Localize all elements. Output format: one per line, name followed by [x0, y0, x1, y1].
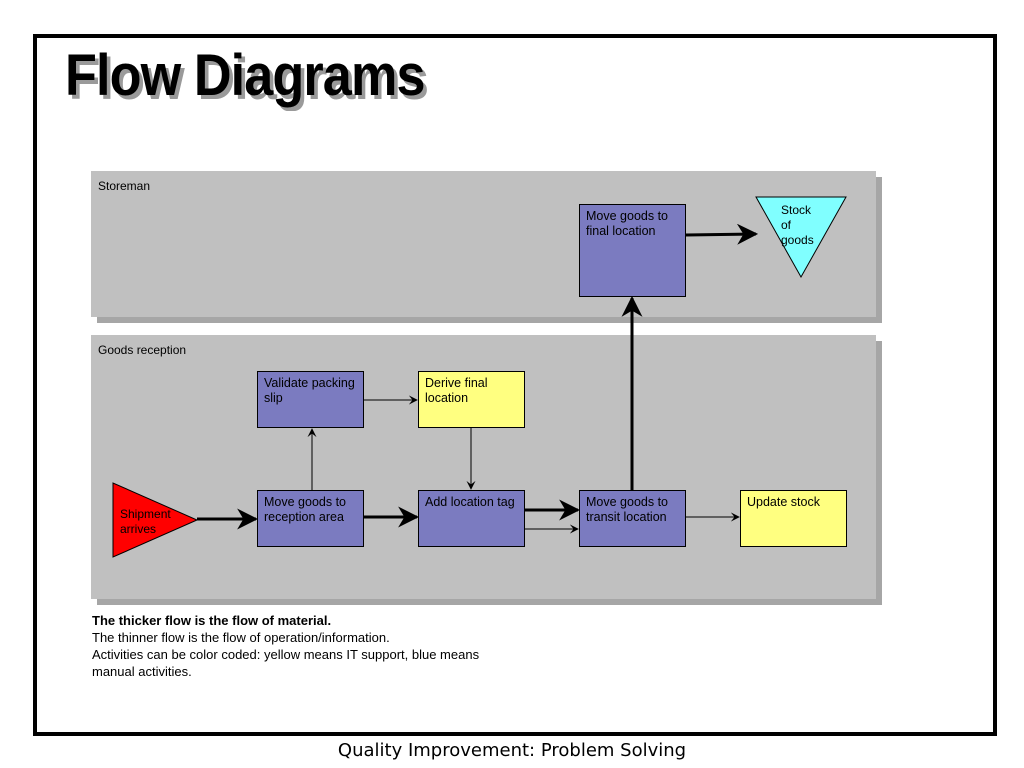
diagram-notes: The thicker flow is the flow of material…: [92, 612, 479, 680]
lane-label-storeman: Storeman: [98, 179, 151, 193]
node-stock-of-goods: Stock of goods: [781, 203, 814, 247]
slide-title: Flow Diagrams: [65, 43, 425, 108]
slide-footer: Quality Improvement: Problem Solving: [337, 740, 687, 761]
note-color-coding-cont: manual activities.: [92, 664, 192, 679]
node-shipment-arrives: Shipment arrives: [120, 507, 171, 536]
node-move-to-final-location: Move goods to final location: [579, 204, 686, 297]
note-color-coding: Activities can be color coded: yellow me…: [92, 647, 480, 662]
node-add-location-tag: Add location tag: [418, 490, 525, 547]
node-derive-final-location: Derive final location: [418, 371, 525, 428]
node-validate-packing-slip: Validate packing slip: [257, 371, 364, 428]
lane-label-goods-reception: Goods reception: [98, 343, 187, 357]
note-thick-flow: The thicker flow is the flow of material…: [92, 613, 332, 628]
lane-storeman: Storeman: [91, 171, 876, 317]
node-move-to-transit-location: Move goods to transit location: [579, 490, 686, 547]
node-move-to-reception-area: Move goods to reception area: [257, 490, 364, 547]
note-thin-flow: The thinner flow is the flow of operatio…: [92, 630, 390, 645]
node-update-stock: Update stock: [740, 490, 847, 547]
